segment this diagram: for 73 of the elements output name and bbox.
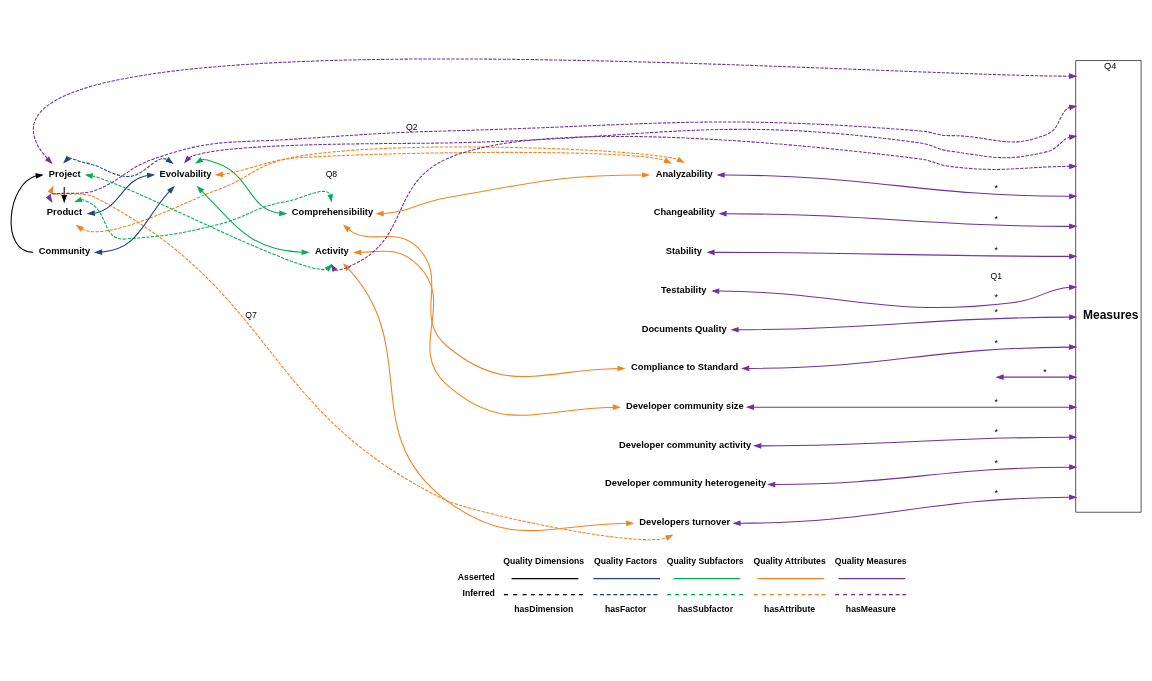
arrow bbox=[183, 128, 1078, 164]
label: hasMeasure bbox=[845, 603, 896, 614]
label: Inferred bbox=[462, 587, 495, 598]
node-text: Evolvability bbox=[159, 168, 212, 179]
arrow bbox=[343, 262, 635, 531]
edge-label: * bbox=[994, 213, 998, 224]
arrow bbox=[63, 155, 174, 177]
arrow bbox=[375, 171, 651, 216]
label: Q8 bbox=[325, 168, 338, 179]
edge-label: * bbox=[994, 426, 998, 437]
label: hasDimension bbox=[514, 603, 574, 614]
arrow bbox=[353, 248, 621, 416]
label: hasSubfactor bbox=[677, 603, 734, 614]
arrow bbox=[214, 151, 673, 177]
node-text: Analyzability bbox=[655, 168, 713, 179]
node-text: Documents Quality bbox=[641, 323, 727, 334]
arrow bbox=[45, 104, 1078, 203]
label: Asserted bbox=[457, 571, 495, 582]
arrow bbox=[767, 463, 1078, 487]
edge-label: * bbox=[994, 306, 998, 317]
arrow bbox=[716, 171, 1078, 199]
arrow bbox=[732, 493, 1078, 526]
legend-label: Quality Dimensions bbox=[503, 555, 585, 566]
arrow bbox=[33, 58, 1078, 164]
edge-label: * bbox=[994, 337, 998, 348]
arrow bbox=[196, 185, 310, 255]
edge-label: Q7 bbox=[245, 309, 257, 320]
edge-label: * bbox=[994, 244, 998, 255]
legend-label: Quality Subfactors bbox=[666, 555, 744, 566]
node-text: Project bbox=[48, 168, 81, 179]
arrow bbox=[194, 156, 288, 216]
node-text: Comprehensibility bbox=[291, 206, 374, 217]
node-text: Developers turnover bbox=[639, 516, 731, 527]
node-text: Changeability bbox=[653, 206, 715, 217]
node-text: Developer community activity bbox=[619, 439, 752, 450]
node-text: Product bbox=[46, 206, 83, 217]
arrow bbox=[745, 403, 1078, 410]
node-text: Testability bbox=[661, 284, 707, 295]
edge-label: * bbox=[994, 396, 998, 407]
arrow bbox=[995, 373, 1078, 380]
node-text: Stability bbox=[665, 245, 702, 256]
arrow bbox=[342, 224, 626, 377]
label: hasFactor bbox=[604, 603, 647, 614]
node-box: Q4 Measures bbox=[1075, 59, 1142, 513]
node-text: Developer community heterogeneity bbox=[604, 477, 767, 488]
legend-label: Quality Measures bbox=[834, 555, 907, 566]
edge-label: Q2 bbox=[406, 121, 418, 132]
legend-label: Quality Attributes bbox=[753, 555, 826, 566]
arrow bbox=[706, 249, 1078, 259]
node-text: Compliance to Standard bbox=[631, 361, 739, 372]
node-text: Activity bbox=[315, 245, 349, 256]
arrow bbox=[753, 433, 1078, 449]
edge-label: * bbox=[994, 291, 998, 302]
arrow bbox=[330, 135, 1078, 272]
arrow bbox=[730, 313, 1078, 333]
arrow bbox=[75, 145, 685, 232]
node-text: Community bbox=[38, 245, 91, 256]
node-text: Developer community size bbox=[626, 400, 744, 411]
arrow bbox=[741, 343, 1078, 371]
label: hasAttribute bbox=[764, 603, 816, 614]
arrow bbox=[93, 185, 175, 255]
arrow bbox=[711, 283, 1078, 308]
arrow bbox=[86, 172, 156, 216]
arrow bbox=[84, 172, 333, 272]
arrow bbox=[74, 190, 333, 240]
label: Q1 bbox=[990, 270, 1003, 281]
legend-label: Quality Factors bbox=[593, 555, 658, 566]
edge-label: * bbox=[994, 487, 998, 498]
edge-label: * bbox=[994, 457, 998, 468]
edge-label: * bbox=[1043, 366, 1047, 377]
arrow bbox=[10, 172, 44, 253]
edge-label: * bbox=[994, 182, 998, 193]
arrow bbox=[718, 210, 1078, 229]
